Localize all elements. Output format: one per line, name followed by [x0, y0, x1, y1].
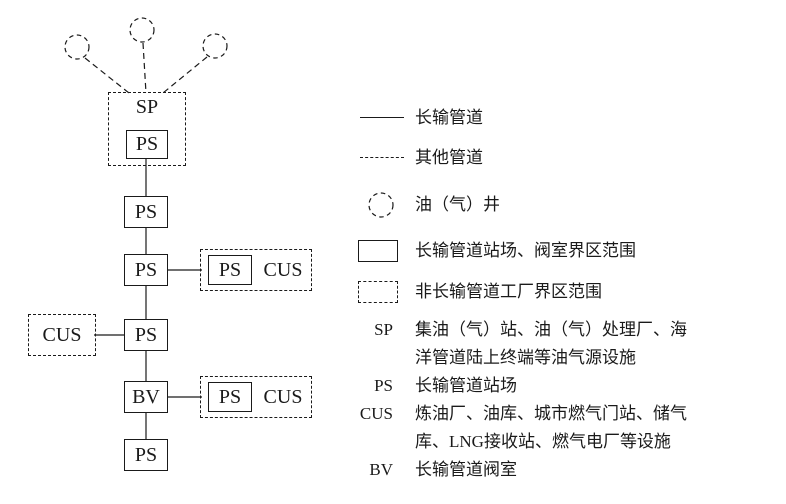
ps-cus-facility-group: PS CUS	[200, 249, 312, 291]
other-pipeline-line	[142, 42, 147, 94]
term-abbr: CUS	[359, 404, 393, 423]
term-definition: 炼油厂、油库、城市燃气门站、储气库、LNG接收站、燃气电厂等设施	[415, 404, 687, 451]
oil-well-icon	[129, 17, 155, 43]
term-definition: 长输管道阀室	[415, 460, 517, 479]
other-pipeline-line	[162, 56, 208, 94]
legend-label: 油（气）井	[415, 195, 500, 214]
cus-label: CUS	[263, 385, 303, 408]
ps-station-box: PS	[124, 254, 168, 286]
term-abbr: PS	[374, 376, 393, 395]
ps-station-box: PS	[124, 319, 168, 351]
term-definition: 集油（气）站、油（气）处理厂、海洋管道陆上终端等油气源设施	[415, 320, 687, 367]
solid-rect-icon	[358, 240, 398, 262]
sp-label: SP	[135, 96, 159, 118]
solid-line-icon	[360, 117, 404, 118]
bv-valve-room-box: BV	[124, 381, 168, 413]
cus-facility-box: CUS	[28, 314, 96, 356]
ps-station-box: PS	[124, 439, 168, 471]
pipeline-diagram: SP PS PS PS PS BV PS CUS PS CUS PS CUS	[0, 0, 340, 504]
legend-label: 非长输管道工厂界区范围	[415, 282, 602, 301]
legend: 长输管道 其他管道 油（气）井 长输管道站场、阀室界区范围 非长输管道工厂界区范…	[352, 0, 786, 504]
ps-cus-facility-group: PS CUS	[200, 376, 312, 418]
oil-well-icon	[202, 33, 228, 59]
sp-facility-group: SP PS	[108, 92, 186, 166]
ps-station-box: PS	[126, 130, 168, 159]
ps-station-box: PS	[208, 382, 252, 412]
cus-label: CUS	[263, 258, 303, 281]
term-abbr: BV	[369, 460, 393, 479]
ps-station-box: PS	[124, 196, 168, 228]
term-abbr: SP	[374, 320, 393, 339]
ps-station-box: PS	[208, 255, 252, 285]
legend-label: 长输管道	[415, 108, 483, 127]
legend-label: 长输管道站场、阀室界区范围	[415, 241, 636, 260]
term-definition: 长输管道站场	[415, 376, 517, 395]
dashed-rect-icon	[358, 281, 398, 303]
legend-label: 其他管道	[415, 148, 483, 167]
dashed-line-icon	[360, 157, 404, 158]
oil-well-icon	[368, 192, 394, 218]
other-pipeline-line	[84, 57, 130, 94]
oil-well-icon	[64, 34, 90, 60]
